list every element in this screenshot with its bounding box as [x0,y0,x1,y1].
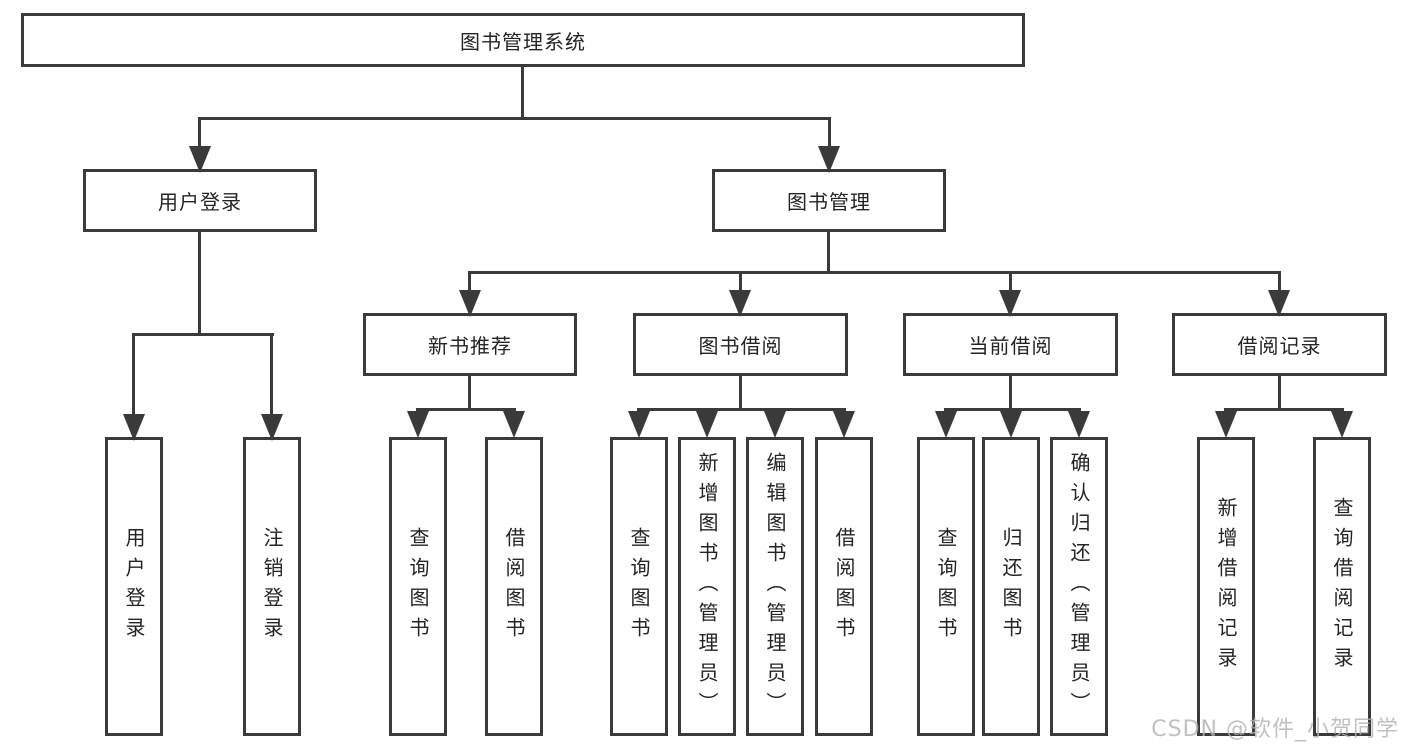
connector-line [1009,271,1012,294]
node-label: 图书管理 [787,190,871,214]
connector-line [1009,376,1012,411]
connector-line [468,271,471,294]
connector-line [739,376,742,411]
leaf-label: 确认归还（管理员） [1067,451,1091,722]
arrow-down-icon [935,411,957,438]
leaf-confirm-return-admin: 确认归还（管理员） [1050,437,1108,736]
connector-line [132,333,274,336]
leaf-label: 新增借阅记录 [1214,496,1238,677]
leaf-label: 查询图书 [934,526,958,647]
connector-line [468,271,1281,274]
connector-line [132,333,135,416]
connector-line [468,376,471,411]
connector-line [198,232,201,336]
arrow-down-icon [1268,290,1290,317]
arrow-down-icon [261,414,283,441]
connector-line [198,117,201,148]
arrow-down-icon [729,290,751,317]
leaf-label: 注销登录 [260,526,284,647]
node-label: 借阅记录 [1237,334,1322,358]
connector-line [637,408,846,411]
leaf-label: 查询图书 [627,526,651,647]
leaf-label: 查询图书 [406,526,430,647]
connector-line [1224,408,1344,411]
arrow-down-icon [818,146,840,173]
leaf-logout: 注销登录 [243,437,301,736]
arrow-down-icon [1068,411,1090,438]
arrow-down-icon [503,411,525,438]
leaf-query-books-borrow: 查询图书 [610,437,668,736]
leaf-label: 借阅图书 [832,526,856,647]
arrow-down-icon [123,414,145,441]
arrow-down-icon [696,411,718,438]
arrow-down-icon [459,290,481,317]
node-label: 新书推荐 [428,334,512,358]
leaf-query-borrow-record: 查询借阅记录 [1313,437,1371,736]
leaf-label: 新增图书（管理员） [695,451,719,722]
node-label: 图书借阅 [698,334,783,358]
node-label: 当前借阅 [968,334,1053,358]
leaf-query-books-current: 查询图书 [917,437,975,736]
leaf-query-books-recommend: 查询图书 [389,437,447,736]
leaf-label: 查询借阅记录 [1330,496,1354,677]
node-library-management-system: 图书管理系统 [21,13,1025,67]
leaf-label: 编辑图书（管理员） [763,451,787,722]
node-label: 用户登录 [158,190,242,214]
csdn-watermark: CSDN @软件_小贺同学 [1151,717,1399,742]
arrow-down-icon [628,411,650,438]
leaf-label: 用户登录 [122,526,146,647]
arrow-down-icon [1000,411,1022,438]
connector-line [828,117,831,148]
leaf-add-borrow-record: 新增借阅记录 [1197,437,1255,736]
node-label: 图书管理系统 [460,29,586,54]
leaf-user-login: 用户登录 [105,437,163,736]
leaf-return-books: 归还图书 [982,437,1040,736]
leaf-borrow-books-recommend: 借阅图书 [485,437,543,736]
connector-line [521,67,524,120]
arrow-down-icon [189,146,211,173]
node-user-login: 用户登录 [83,169,317,232]
arrow-down-icon [833,411,855,438]
connector-line [1278,376,1281,411]
leaf-borrow-books: 借阅图书 [815,437,873,736]
arrow-down-icon [407,411,429,438]
node-new-book-recommend: 新书推荐 [363,313,577,376]
leaf-edit-books-admin: 编辑图书（管理员） [746,437,804,736]
connector-line [1278,271,1281,294]
connector-line [270,333,273,416]
leaf-label: 借阅图书 [502,526,526,647]
node-book-management: 图书管理 [712,169,946,232]
node-current-borrow: 当前借阅 [903,313,1118,376]
arrow-down-icon [1215,411,1237,438]
connector-line [416,408,516,411]
connector-line [739,271,742,294]
arrow-down-icon [764,411,786,438]
leaf-label: 归还图书 [999,526,1023,647]
leaf-add-books-admin: 新增图书（管理员） [678,437,736,736]
node-book-borrow: 图书借阅 [633,313,848,376]
connector-line [944,408,1081,411]
arrow-down-icon [1331,411,1353,438]
arrow-down-icon [999,290,1021,317]
connector-line [198,117,831,120]
node-borrow-record: 借阅记录 [1172,313,1387,376]
connector-line [827,232,830,274]
